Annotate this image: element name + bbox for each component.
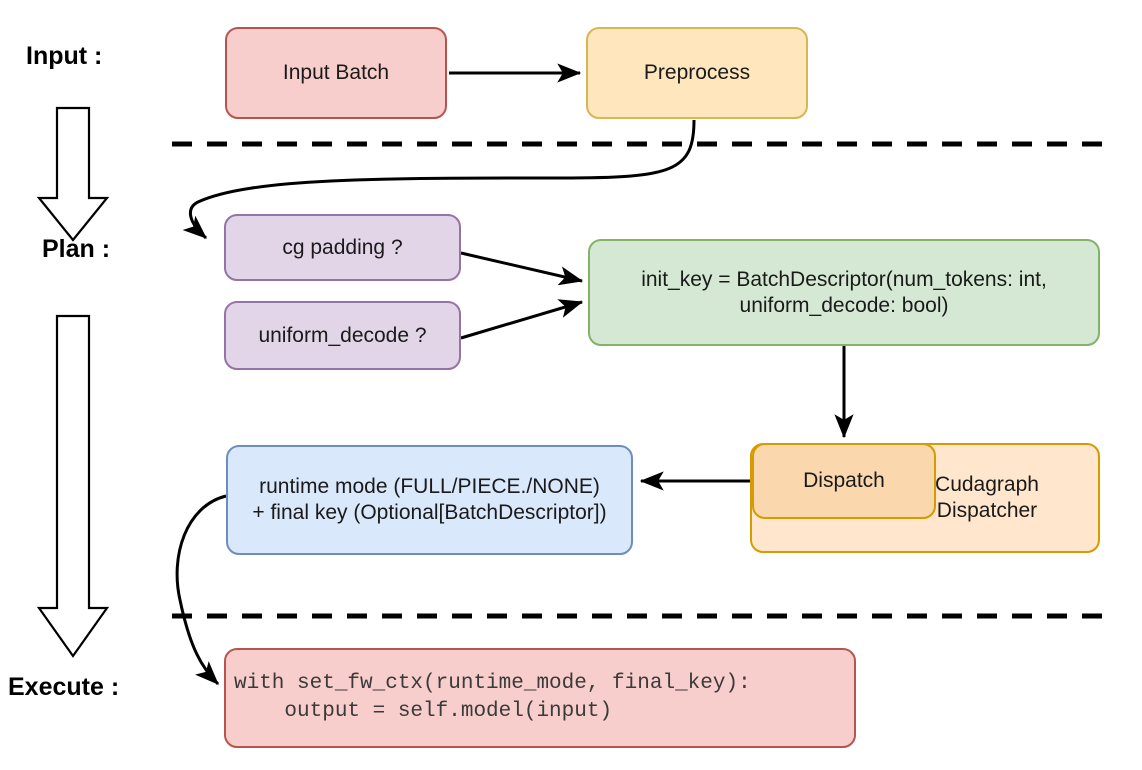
node-init-key-line2: uniform_decode: bool) [739,293,949,317]
node-init-key[interactable]: init_key = BatchDescriptor(num_tokens: i… [588,239,1100,346]
node-cudagraph-dispatcher-line2: Dispatcher [936,499,1038,522]
node-runtime-mode[interactable]: runtime mode (FULL/PIECE./NONE) + final … [226,445,633,555]
node-input-batch-label: Input Batch [282,61,390,85]
node-dispatch-label: Dispatch [803,469,885,493]
node-cg-padding-label: cg padding ? [282,235,403,259]
node-preprocess[interactable]: Preprocess [586,27,808,119]
edge-cg-padding-to-init-key [460,251,584,286]
plan-to-execute-arrow [36,314,110,658]
node-uniform-decode-label: uniform_decode ? [258,323,427,347]
node-cg-padding[interactable]: cg padding ? [224,214,461,281]
node-init-key-line1: init_key = BatchDescriptor(num_tokens: i… [641,267,1047,291]
node-code-block[interactable]: with set_fw_ctx(runtime_mode, final_key)… [224,648,856,748]
input-to-plan-arrow [36,106,110,242]
stage-label-execute: Execute : [8,673,120,701]
stage-label-input: Input : [26,42,103,70]
node-code-block-line2: output = self.model(input) [234,700,613,723]
node-uniform-decode[interactable]: uniform_decode ? [224,301,461,370]
stage-label-plan: Plan : [42,235,111,263]
node-runtime-mode-line1: runtime mode (FULL/PIECE./NONE) [259,475,600,499]
node-cudagraph-dispatcher-line1: Cudagraph [935,473,1039,497]
node-code-block-line1: with set_fw_ctx(runtime_mode, final_key)… [234,671,751,695]
node-runtime-mode-line2: + final key (Optional[BatchDescriptor]) [252,501,607,524]
node-preprocess-label: Preprocess [643,61,751,85]
node-dispatch[interactable]: Dispatch [752,443,936,519]
node-input-batch[interactable]: Input Batch [225,27,447,119]
edge-runtime-mode-to-code-block [175,494,227,686]
edge-uniform-decode-to-init-key [460,299,584,340]
